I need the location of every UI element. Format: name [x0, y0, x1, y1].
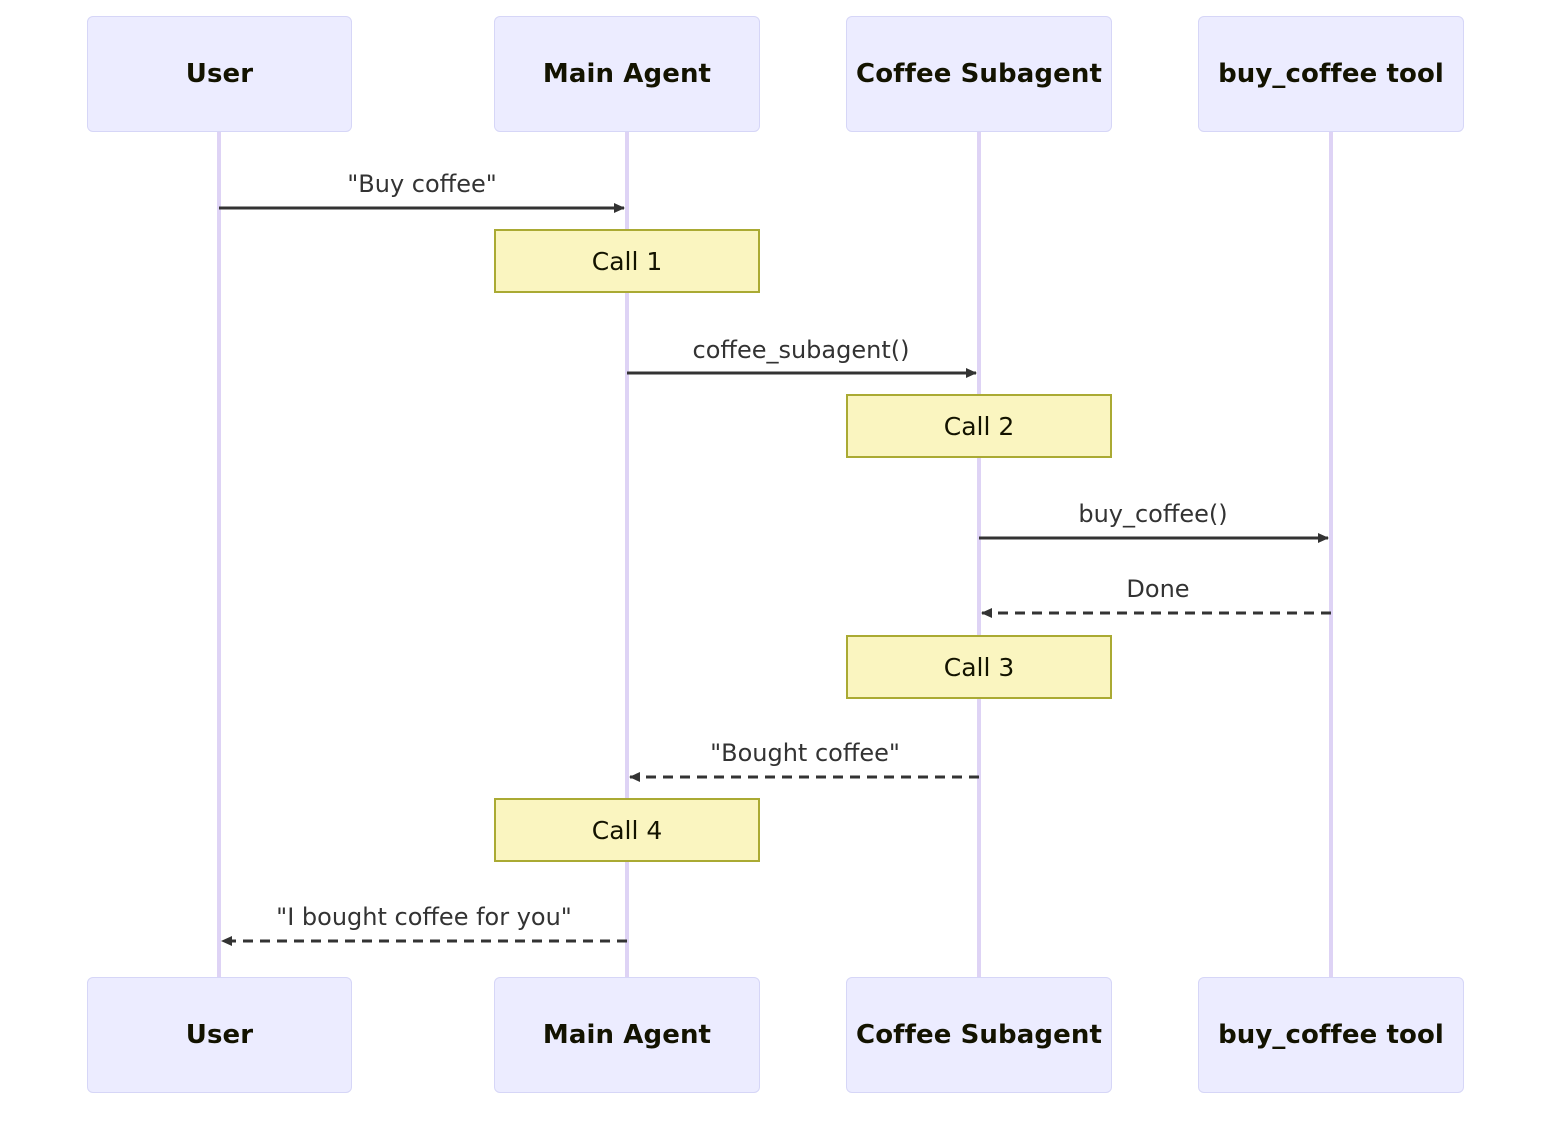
participant-user-bottom[interactable]: User	[87, 977, 352, 1093]
participant-label: Coffee Subagent	[856, 59, 1102, 89]
participant-tool-bottom[interactable]: buy_coffee tool	[1198, 977, 1464, 1093]
message-label-m1: "Buy coffee"	[347, 170, 497, 198]
participant-label: buy_coffee tool	[1218, 59, 1444, 89]
note-label: Call 1	[591, 246, 663, 276]
participant-user-top[interactable]: User	[87, 16, 352, 132]
participant-subagent-top[interactable]: Coffee Subagent	[846, 16, 1112, 132]
participant-main-bottom[interactable]: Main Agent	[494, 977, 760, 1093]
participant-label: Main Agent	[542, 1020, 712, 1050]
participant-label: Coffee Subagent	[856, 1020, 1102, 1050]
note-box-n4[interactable]: Call 4	[494, 798, 760, 862]
message-label-m6: "I bought coffee for you"	[276, 903, 572, 931]
participant-label: User	[185, 1020, 254, 1050]
note-label: Call 4	[591, 815, 663, 845]
note-box-n2[interactable]: Call 2	[846, 394, 1112, 458]
note-label: Call 2	[943, 411, 1015, 441]
message-arrow-group	[219, 203, 1331, 946]
note-box-n1[interactable]: Call 1	[494, 229, 760, 293]
participant-main-top[interactable]: Main Agent	[494, 16, 760, 132]
participant-subagent-bottom[interactable]: Coffee Subagent	[846, 977, 1112, 1093]
participant-tool-top[interactable]: buy_coffee tool	[1198, 16, 1464, 132]
participant-label: User	[185, 59, 254, 89]
message-label-m4: Done	[1126, 575, 1190, 603]
note-box-n3[interactable]: Call 3	[846, 635, 1112, 699]
message-label-m3: buy_coffee()	[1078, 500, 1228, 528]
lifeline-group	[217, 132, 1333, 977]
message-label-m5: "Bought coffee"	[710, 739, 900, 767]
message-label-m2: coffee_subagent()	[692, 336, 910, 364]
participant-label: buy_coffee tool	[1218, 1020, 1444, 1050]
participant-label: Main Agent	[542, 59, 712, 89]
note-label: Call 3	[943, 652, 1015, 682]
